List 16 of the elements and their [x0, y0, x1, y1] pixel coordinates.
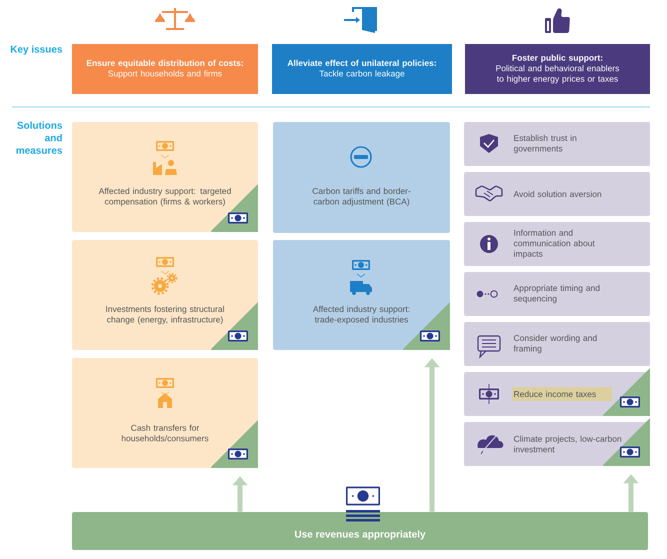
- measure-card: Appropriate timing and sequencing: [464, 272, 650, 316]
- row-label: Solutions and measures: [16, 122, 62, 154]
- solution-card: Affected industry support: trade-exposed industries: [273, 240, 450, 350]
- measure-card: Information and communication about impacts: [464, 222, 650, 266]
- solution-card: Cash transfers for households/consumers: [72, 358, 258, 468]
- measure-card: Establish trust in governments: [464, 122, 650, 166]
- measure-card: Consider wording and framing: [464, 322, 650, 366]
- issue-box: Alleviate effect of unilateral policies: Tackle carbon leakage: [272, 44, 452, 94]
- solution-card: Investments fostering structural change (energy, infrastructure): [72, 240, 258, 350]
- measure-card: Avoid solution aversion: [464, 172, 650, 216]
- solution-card: Carbon tariffs and border-carbon adjustment (BCA): [273, 122, 450, 233]
- row-label: Key issues: [10, 45, 62, 55]
- revenue-bar: Use revenues appropriately: [72, 512, 648, 550]
- issue-box: Foster public support: Political and behavioral enablers to higher energy prices or taxes: [465, 44, 650, 94]
- solution-card: Affected industry support: targeted compensation (firms & workers): [72, 122, 258, 232]
- issue-box: Ensure equitable distribution of costs: Support households and firms: [72, 44, 258, 94]
